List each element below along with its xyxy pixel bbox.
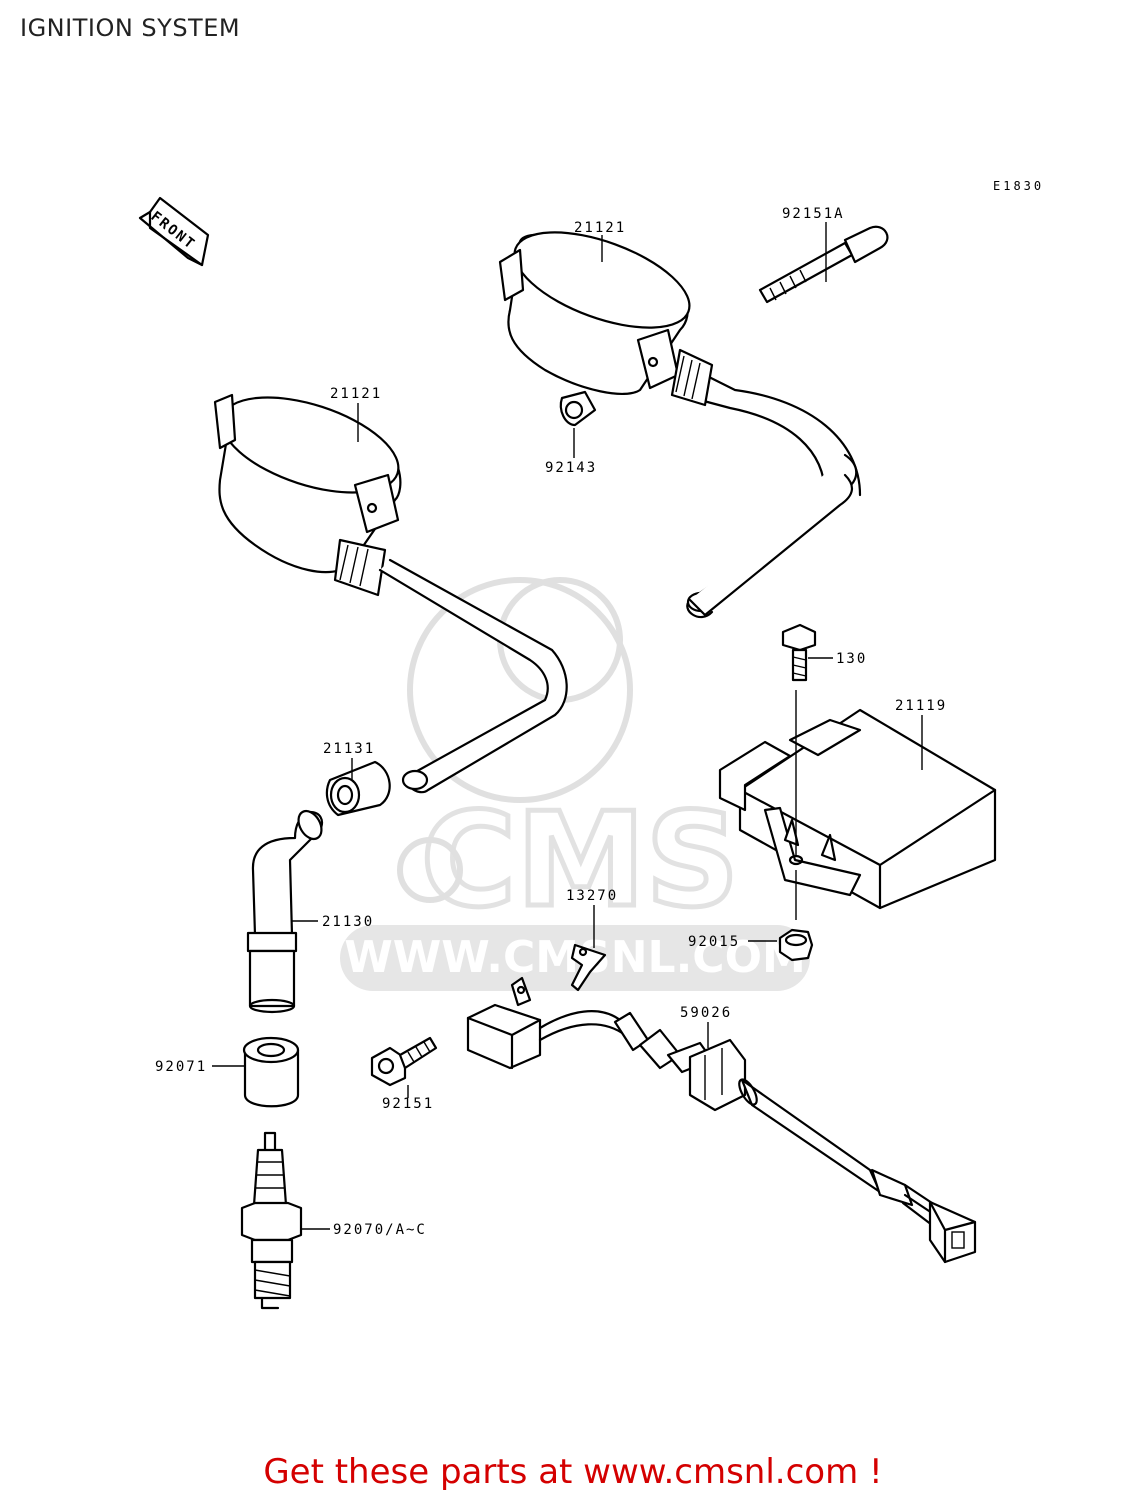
- ignition-coil-lower: [213, 393, 568, 794]
- leader-lines: [212, 222, 923, 1230]
- label-bolt-igniter: 130: [836, 651, 867, 667]
- grommet-92143: [559, 390, 597, 427]
- boot-92071: [242, 1036, 300, 1108]
- label-boot: 92071: [155, 1059, 207, 1075]
- watermark-wrench: [397, 837, 463, 903]
- label-grommet: 92143: [545, 460, 597, 476]
- label-igniter: 21119: [895, 698, 947, 714]
- label-spark-plug: 92070/A~C: [333, 1222, 427, 1238]
- label-clamp: 13270: [566, 888, 618, 904]
- nut-92015: [778, 928, 814, 962]
- label-coil-upper: 21121: [574, 220, 626, 236]
- label-coil-lower: 21121: [330, 386, 382, 402]
- label-nut: 92015: [688, 934, 740, 950]
- plug-cap-21130: [246, 809, 324, 1014]
- watermark-gear: [407, 577, 633, 803]
- label-pickup-coil: 59026: [680, 1005, 732, 1021]
- footer-cta[interactable]: Get these parts at www.cmsnl.com !: [263, 1452, 883, 1492]
- cap-nut-21131: [325, 760, 391, 817]
- bolt-92151: [370, 1036, 438, 1087]
- label-plug-cap: 21130: [322, 914, 374, 930]
- label-bolt-pickup: 92151: [382, 1096, 434, 1112]
- bolt-130: [781, 623, 817, 682]
- watermark-brand: CMS: [421, 784, 739, 936]
- front-arrow: FRONT: [138, 196, 210, 267]
- page-title: IGNITION SYSTEM: [20, 14, 241, 42]
- label-bolt-coil: 92151A: [782, 206, 845, 222]
- ignition-coil-upper: [498, 231, 862, 619]
- clamp-13270: [570, 943, 607, 992]
- spark-plug-92070: [240, 1131, 303, 1310]
- diagram-code: E1830: [993, 179, 1044, 193]
- bolt-92151a: [758, 225, 889, 304]
- label-cap-nut: 21131: [323, 741, 375, 757]
- igniter-21119: [718, 690, 997, 920]
- pickup-coil-59026: [466, 976, 977, 1264]
